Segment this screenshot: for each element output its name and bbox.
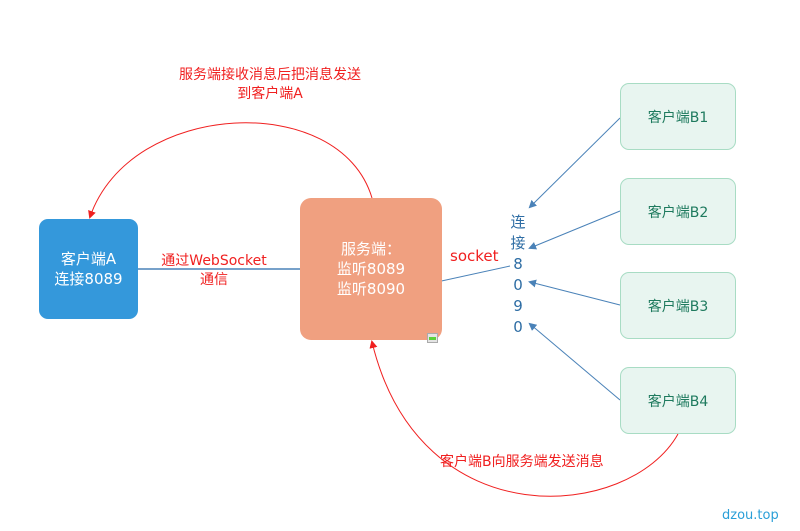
client-b1-node[interactable]: 客户端B1	[620, 83, 736, 150]
server-port-8089: 监听8089	[336, 260, 406, 278]
server-node[interactable]: 服务端： 监听8089 监听8090	[300, 198, 442, 340]
port-label-8090: 连 接 8 0 9 0	[508, 212, 528, 338]
client-b4-label: 客户端B4	[647, 393, 709, 410]
top-annotation: 服务端接收消息后把消息发送 到客户端A	[130, 66, 410, 104]
port-char: 连	[510, 213, 526, 231]
server-title: 服务端：	[340, 240, 401, 258]
link-b4-to-port	[528, 322, 621, 401]
arc-server-to-client-a	[88, 122, 373, 219]
collapse-toggle-icon[interactable]	[427, 333, 438, 343]
port-char: 0	[513, 276, 523, 294]
client-a-port: 连接8089	[54, 270, 123, 288]
socket-label: socket	[450, 247, 499, 265]
port-char: 8	[513, 255, 523, 273]
client-a-node[interactable]: 客户端A 连接8089	[39, 219, 138, 319]
websocket-label-line1: 通过WebSocket	[161, 253, 267, 269]
client-b2-node[interactable]: 客户端B2	[620, 178, 736, 245]
port-char: 接	[510, 234, 526, 252]
port-char: 0	[513, 318, 523, 336]
websocket-label-line2: 通信	[200, 272, 228, 288]
websocket-label: 通过WebSocket 通信	[150, 252, 278, 290]
top-annotation-line1: 服务端接收消息后把消息发送	[179, 67, 361, 83]
client-b3-node[interactable]: 客户端B3	[620, 272, 736, 339]
port-char: 9	[513, 297, 523, 315]
top-annotation-line2: 到客户端A	[237, 86, 303, 102]
client-b2-label: 客户端B2	[647, 204, 709, 221]
client-a-title: 客户端A	[60, 250, 117, 268]
client-b3-label: 客户端B3	[647, 298, 709, 315]
client-b1-label: 客户端B1	[647, 109, 709, 126]
link-b3-to-port	[528, 279, 621, 306]
server-port-8090: 监听8090	[336, 280, 406, 298]
bottom-annotation: 客户端B向服务端发送消息	[440, 454, 604, 470]
client-b4-node[interactable]: 客户端B4	[620, 367, 736, 434]
arc-client-b4-to-server	[369, 340, 679, 497]
link-b1-to-port	[528, 117, 621, 209]
watermark: dzou.top	[722, 508, 779, 523]
link-b2-to-port	[528, 210, 621, 250]
